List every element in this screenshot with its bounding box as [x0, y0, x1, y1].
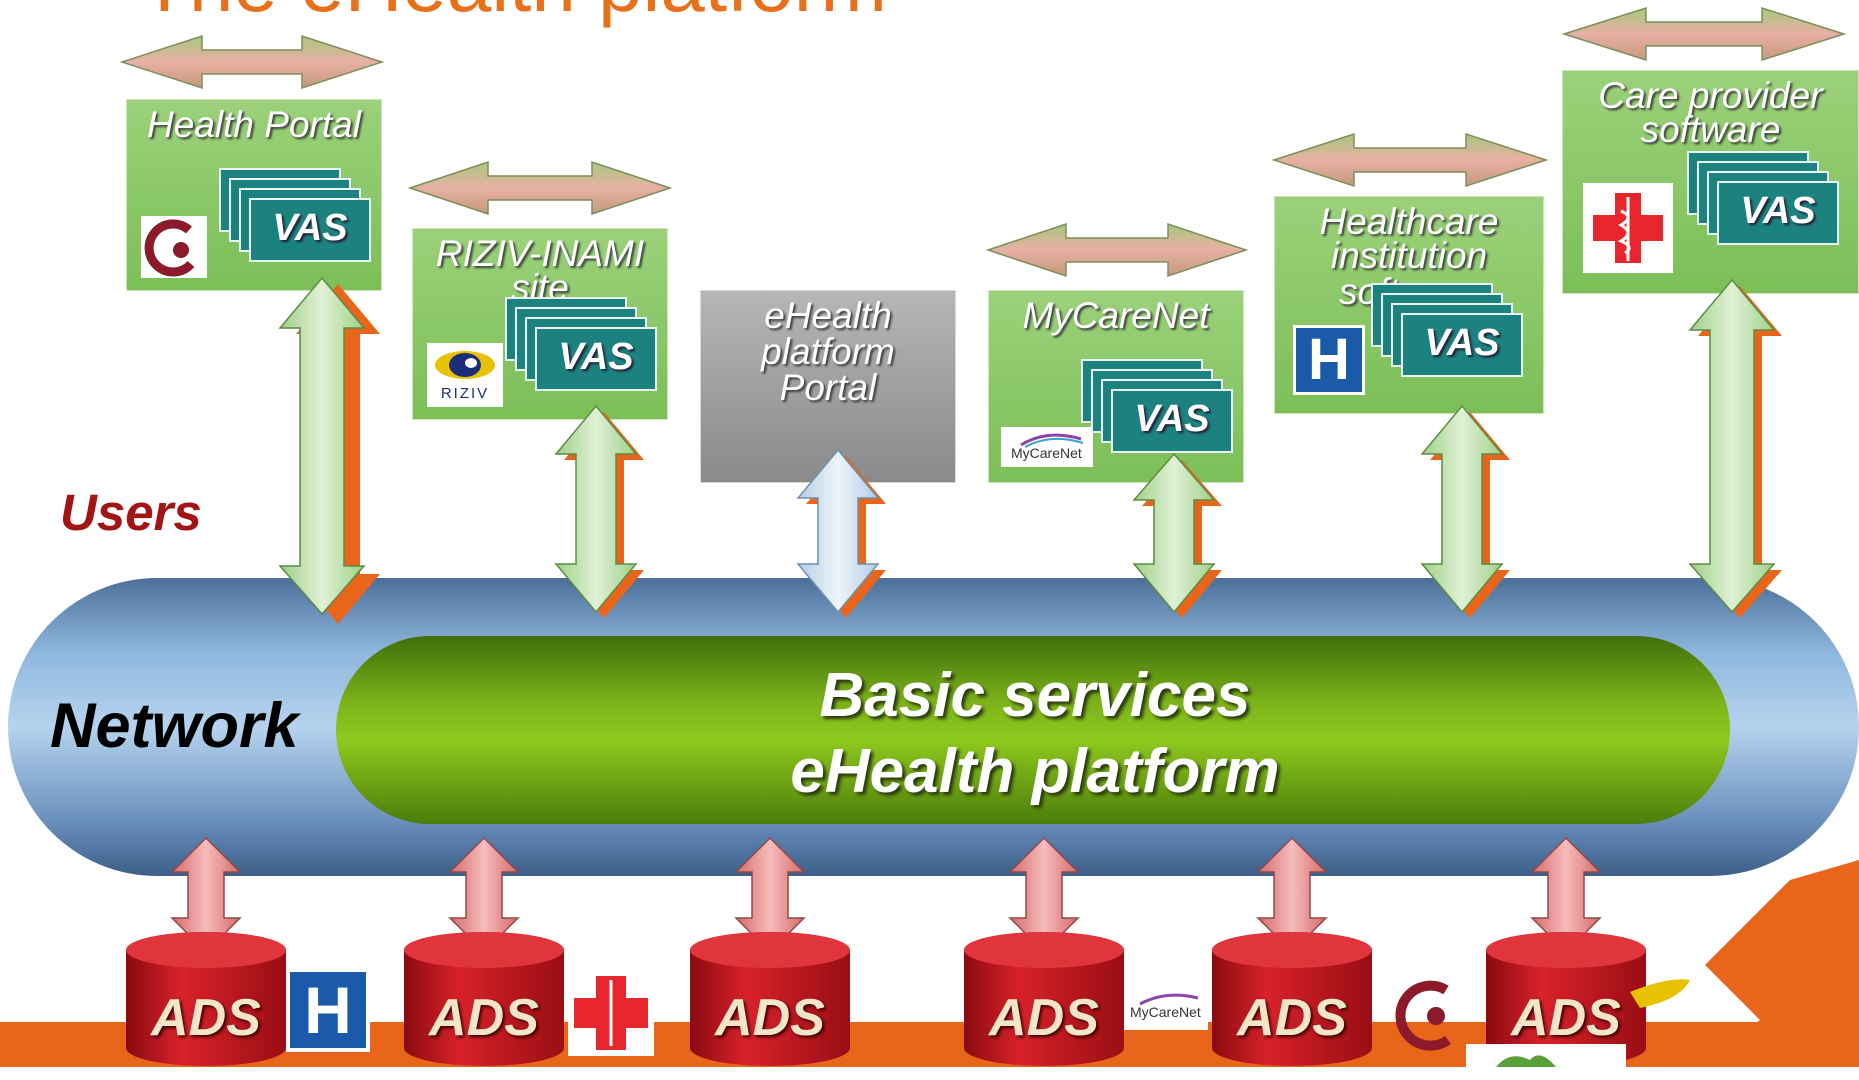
- page-title: The eHealth platform: [140, 0, 887, 30]
- horizontal-arrow-2: [407, 160, 673, 216]
- vertical-arrow-healthcare-institution: [1420, 404, 1510, 618]
- ehealth-portal-title-line3: Portal: [779, 367, 877, 408]
- ads-label: ADS: [715, 989, 825, 1047]
- horizontal-arrow-5: [1561, 6, 1847, 62]
- ads-cylinder-shape-2: [404, 932, 564, 1066]
- riziv-logo-icon: RIZIV: [427, 343, 503, 407]
- care-provider-title-line1: Care provider: [1598, 75, 1823, 116]
- health-portal-logo-icon: [141, 216, 207, 278]
- vas-stack: VAS: [505, 297, 657, 391]
- ads-label: ADS: [429, 989, 539, 1047]
- vas-label: VAS: [1740, 190, 1816, 232]
- vas-label: VAS: [272, 207, 348, 249]
- vertical-arrow-riziv: [554, 404, 644, 618]
- ads-cylinder-shape-6: [1486, 932, 1646, 1066]
- ads-cylinder-1: ADS: [126, 950, 286, 1080]
- care-provider-box: Care provider software VAS: [1562, 70, 1859, 294]
- hospital-h-icon: H: [1293, 325, 1365, 395]
- ads-cylinder-5: ADS: [1212, 950, 1372, 1080]
- mycarenet-title: MyCareNet: [1022, 295, 1210, 336]
- vertical-arrow-health-portal: [278, 276, 380, 624]
- vas-stack: VAS: [1687, 151, 1839, 245]
- ads-cylinder-shape-1: [126, 932, 286, 1066]
- horizontal-arrow-1: [119, 34, 385, 90]
- riziv-logo-text: RIZIV: [440, 385, 490, 402]
- vas-label: VAS: [1134, 398, 1210, 440]
- vertical-arrow-mycarenet: [1132, 452, 1222, 618]
- red-cross-icon: [1583, 183, 1673, 273]
- horizontal-arrow-3: [985, 222, 1249, 278]
- ads-label: ADS: [151, 989, 261, 1047]
- health-portal-box: Health Portal VAS: [126, 99, 382, 291]
- vas-label: VAS: [558, 336, 634, 378]
- ads-hospital-letter: H: [304, 973, 352, 1047]
- ads-red-cross-icon: [568, 968, 654, 1056]
- ads-label: ADS: [1237, 989, 1347, 1047]
- users-label: Users: [60, 484, 202, 541]
- ads-label: ADS: [989, 989, 1099, 1047]
- ehealth-portal-title-line1: eHealth: [764, 295, 892, 336]
- ads-riziv-logo-icon: [1466, 979, 1690, 1067]
- vas-stack: VAS: [1081, 359, 1233, 453]
- ehealth-portal-title-line2: platform: [761, 331, 895, 372]
- mycarenet-logo-text: MyCareNet: [1011, 445, 1082, 461]
- mycarenet-box: MyCareNet MyCareNet VAS: [988, 290, 1244, 483]
- vertical-arrow-care-provider: [1688, 278, 1782, 618]
- basic-services-pill: [336, 636, 1730, 824]
- ads-health-portal-logo-icon: [1395, 980, 1451, 1051]
- basic-services-line2: eHealth platform: [790, 737, 1280, 806]
- ads-cylinder-shape-3: [690, 932, 850, 1066]
- ads-label: ADS: [1511, 989, 1621, 1047]
- healthcare-institution-title-line1: Healthcare: [1319, 201, 1499, 242]
- ads-cylinder-4: ADS: [964, 950, 1124, 1080]
- ads-cylinder-2: ADS: [404, 950, 564, 1080]
- riziv-inami-title-line1: RIZIV-INAMI: [435, 233, 645, 274]
- network-label: Network: [50, 691, 299, 761]
- healthcare-institution-box: Healthcare institution software H VAS: [1274, 196, 1544, 414]
- ehealth-portal-box: eHealth platform Portal: [700, 290, 956, 483]
- ads-cylinder-shape-5: [1212, 932, 1372, 1066]
- vertical-arrow-ehealth-portal: [796, 448, 886, 618]
- ads-cylinder-shape-4: [964, 932, 1124, 1066]
- vas-stack: VAS: [219, 168, 371, 262]
- ads-mycarenet-text: MyCareNet: [1130, 1004, 1201, 1020]
- basic-services-line1: Basic services: [819, 661, 1251, 730]
- ads-mycarenet-logo-icon: [1124, 990, 1208, 1030]
- ads-cylinder-6: ADS: [1486, 950, 1646, 1080]
- horizontal-arrow-4: [1271, 132, 1549, 188]
- mycarenet-logo-icon: MyCareNet: [1001, 427, 1093, 467]
- riziv-inami-box: RIZIV-INAMI site RIZIV VAS: [412, 228, 668, 420]
- health-portal-title: Health Portal: [147, 104, 361, 145]
- ads-cylinder-3: ADS: [690, 950, 850, 1080]
- vas-label: VAS: [1424, 322, 1500, 364]
- orange-corner-shape: [1700, 860, 1859, 1067]
- healthcare-institution-title-line2: institution: [1330, 235, 1488, 276]
- care-provider-title-line2: software: [1640, 109, 1781, 150]
- vas-stack: VAS: [1371, 283, 1523, 377]
- ads-hospital-icon: [286, 968, 370, 1052]
